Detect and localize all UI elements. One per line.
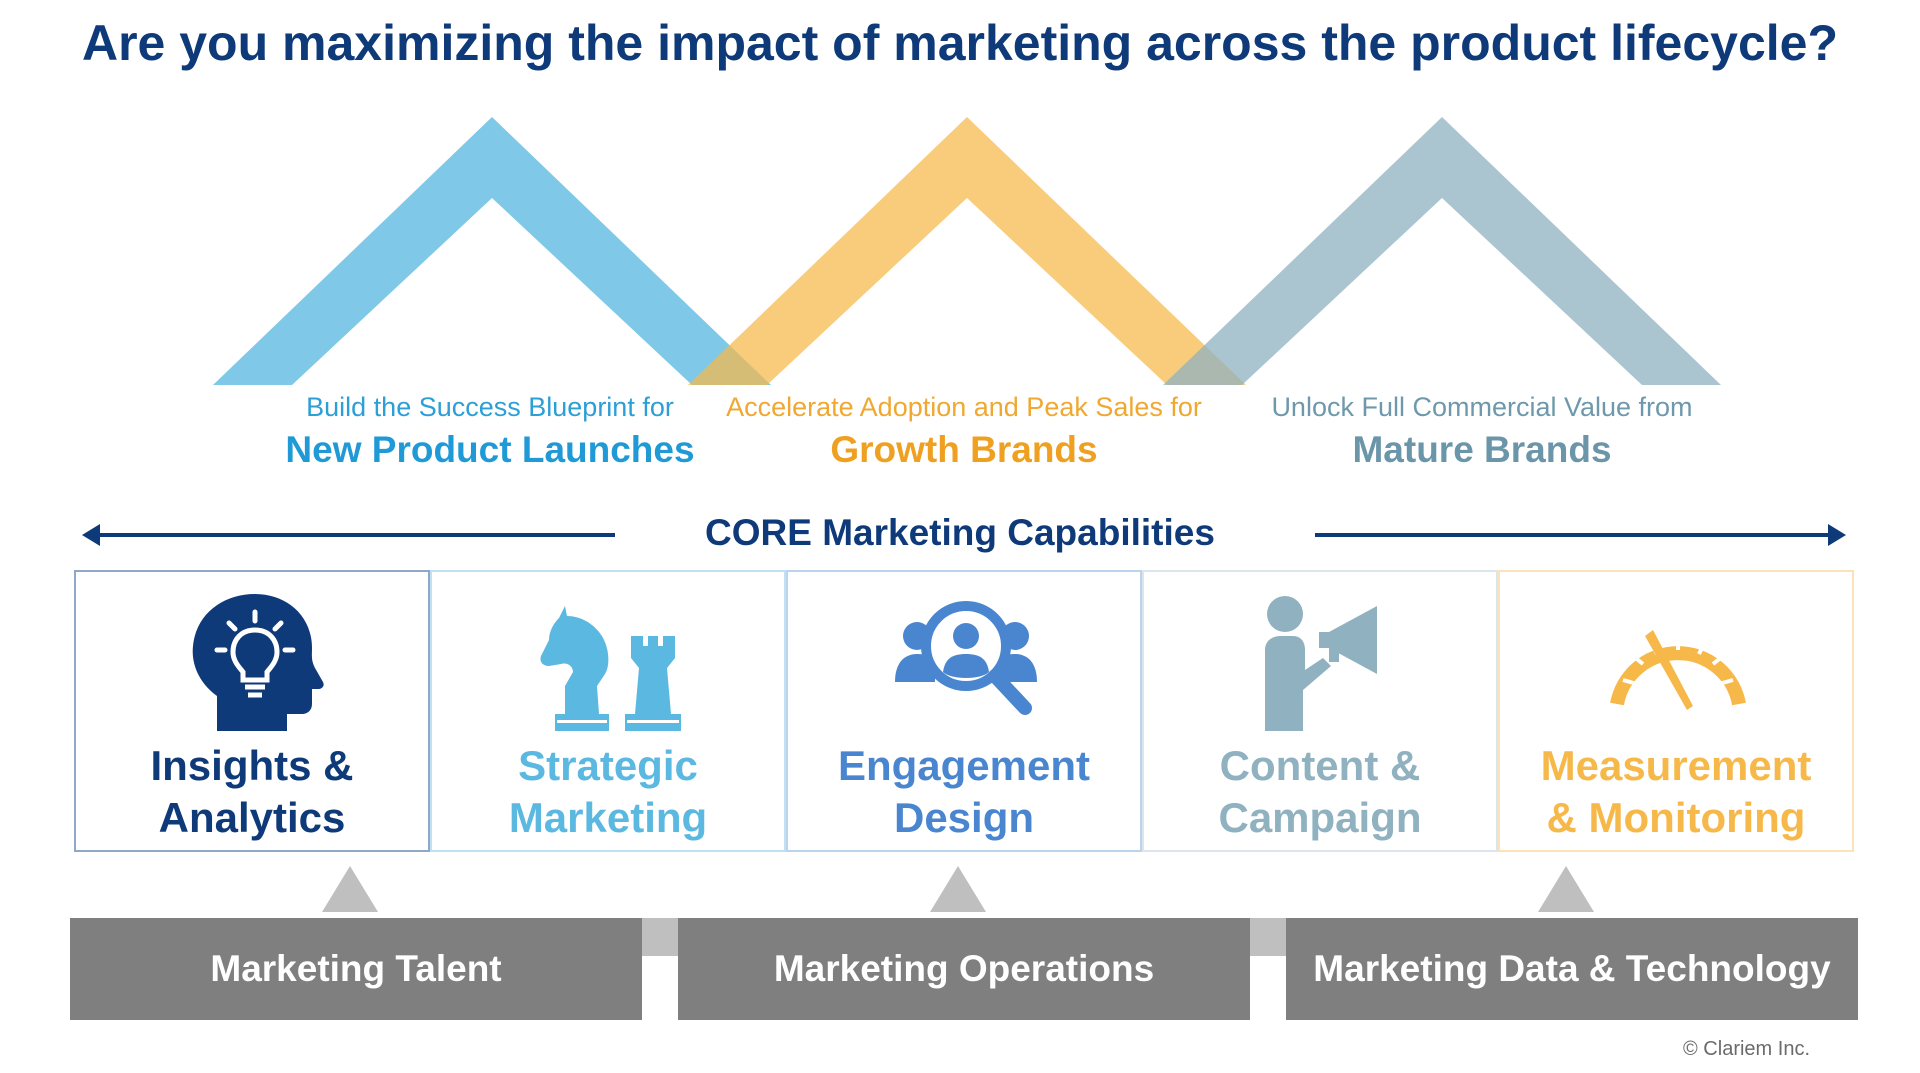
foundation-connectors [640, 918, 1288, 956]
capability-label-line1: Content & [1219, 742, 1421, 789]
chevron-mature [1163, 117, 1721, 385]
stage-new-product-launches: Build the Success Blueprint for New Prod… [230, 392, 750, 471]
stage-subtitle: Build the Success Blueprint for [306, 392, 674, 422]
capability-label: Insights & Analytics [76, 740, 428, 844]
capability-strategic-marketing: Strategic Marketing [430, 570, 786, 852]
stage-title: New Product Launches [285, 429, 695, 470]
triangle-talent [322, 866, 378, 912]
capability-label-line2: Analytics [158, 794, 346, 841]
capability-content-campaign: Content & Campaign [1142, 570, 1498, 852]
stage-mature-brands: Unlock Full Commercial Value from Mature… [1222, 392, 1742, 471]
right-arrowhead [1828, 524, 1846, 546]
capability-label-line2: & Monitoring [1546, 794, 1806, 841]
head-lightbulb-icon [192, 594, 324, 731]
support-triangles [322, 866, 1594, 912]
capability-label-line2: Marketing [508, 794, 708, 841]
capability-label: Engagement Design [788, 740, 1140, 844]
lifecycle-chevrons [213, 117, 1721, 385]
foundation-marketing-data-technology: Marketing Data & Technology [1286, 918, 1858, 1020]
stage-title: Growth Brands [830, 429, 1098, 470]
capability-label: Content & Campaign [1144, 740, 1496, 844]
stage-title: Mature Brands [1352, 429, 1612, 470]
gauge-icon [1610, 630, 1746, 710]
triangle-operations [930, 866, 986, 912]
page-title: Are you maximizing the impact of marketi… [81, 15, 1838, 71]
chevron-new-launch [213, 117, 771, 385]
foundation-label: Marketing Talent [210, 948, 502, 989]
chevron-growth [688, 117, 1246, 385]
foundation-label: Marketing Operations [773, 948, 1155, 989]
foundation-marketing-talent: Marketing Talent [70, 918, 642, 1020]
core-capabilities-title: CORE Marketing Capabilities [705, 512, 1215, 553]
foundation-marketing-operations: Marketing Operations [678, 918, 1250, 1020]
capability-label: Strategic Marketing [432, 740, 784, 844]
capability-label-line1: Insights & [150, 742, 354, 789]
capability-label-line1: Measurement [1540, 742, 1812, 789]
capability-insights-analytics: Insights & Analytics [74, 570, 430, 852]
triangle-data-technology [1538, 866, 1594, 912]
stage-subtitle: Accelerate Adoption and Peak Sales for [726, 392, 1202, 422]
capability-label-line2: Design [893, 794, 1035, 841]
stage-subtitle: Unlock Full Commercial Value from [1271, 392, 1693, 422]
capability-label-line1: Engagement [837, 742, 1091, 789]
foundation-label: Marketing Data & Technology [1313, 948, 1831, 989]
copyright-notice: © Clariem Inc. [1683, 1038, 1810, 1060]
people-magnifier-icon [895, 601, 1037, 715]
connector-2 [1248, 918, 1288, 956]
core-arrows [82, 524, 1846, 546]
stage-growth-brands: Accelerate Adoption and Peak Sales for G… [704, 392, 1224, 471]
capability-label: Measurement & Monitoring [1500, 740, 1852, 844]
capability-measurement-monitoring: Measurement & Monitoring [1498, 570, 1854, 852]
connector-1 [640, 918, 680, 956]
capability-engagement-design: Engagement Design [786, 570, 1142, 852]
capability-label-line2: Campaign [1218, 794, 1422, 841]
chess-pieces-icon [540, 606, 681, 731]
capability-label-line1: Strategic [518, 742, 698, 789]
megaphone-person-icon [1265, 596, 1377, 731]
left-arrowhead [82, 524, 100, 546]
